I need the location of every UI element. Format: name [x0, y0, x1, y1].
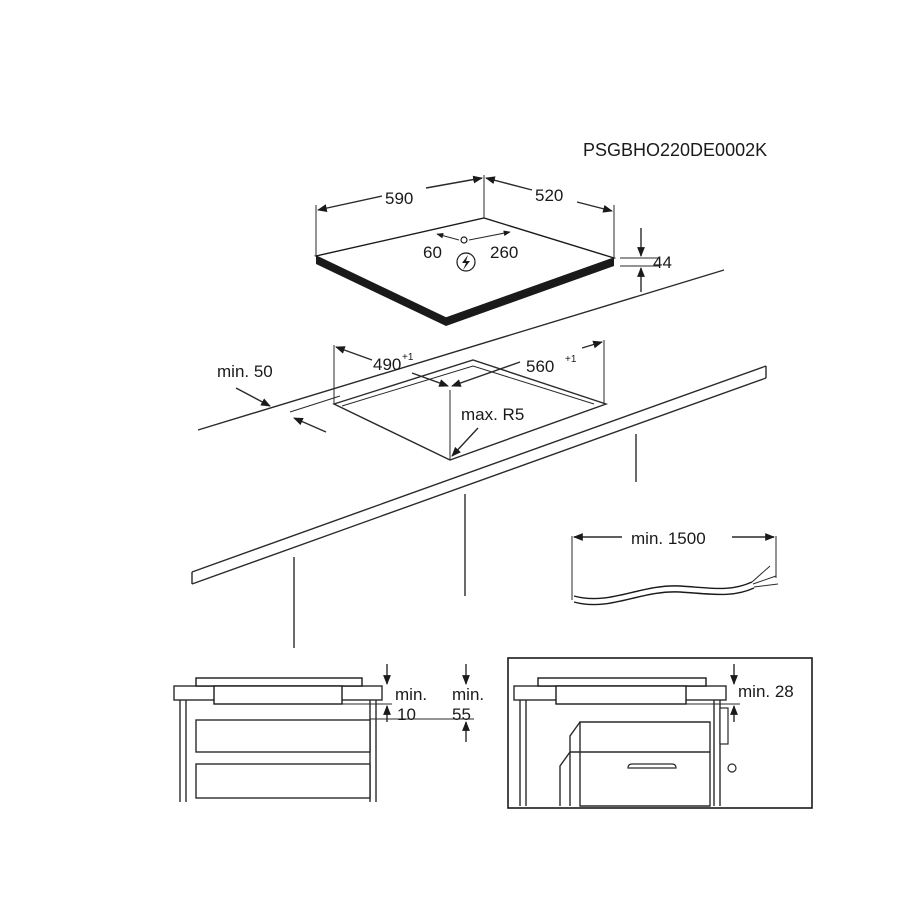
oven-hob-glass — [537, 677, 707, 687]
oven-installation-drawing: min. 28 — [507, 657, 813, 809]
worktop-front-top-edge — [191, 365, 767, 573]
drawer-lower — [195, 763, 371, 799]
hob-side-edge — [446, 258, 614, 326]
corner-radius-label: max. R5 — [461, 405, 524, 424]
drawer-hob-body — [213, 685, 343, 705]
drawer-gap-2-label: min. — [452, 685, 484, 704]
electric-warning-icon — [456, 252, 476, 272]
cable-distance-label: 260 — [490, 243, 518, 262]
front-margin-label: min. 50 — [217, 362, 273, 381]
drawer-gap-1-label: min. — [395, 685, 427, 704]
cable-entry-point — [460, 236, 468, 244]
hob-width-label: 590 — [385, 189, 413, 208]
cutout-depth-tolerance: +1 — [565, 354, 577, 365]
worktop-back-edge — [197, 269, 725, 431]
oven-gap-label: min. 28 — [738, 682, 794, 701]
hob-height-label: 44 — [653, 253, 672, 272]
drawer-gap-2-value: 55 — [452, 705, 471, 724]
cable-length-label: min. 1500 — [631, 529, 706, 548]
hob-front-edge — [316, 256, 446, 326]
cutout-depth-label: 560 — [526, 357, 554, 376]
oven-side-knob — [727, 763, 737, 773]
drawer-installation-drawing: min. 10 min. 55 — [173, 664, 484, 802]
cutout-opening — [332, 359, 609, 461]
hob-depth-label: 520 — [535, 186, 563, 205]
hob-drawing: 590 520 60 260 44 — [313, 175, 672, 326]
worktop-front-bottom-edge — [191, 377, 767, 585]
power-cable-drawing: min. 1500 — [571, 529, 779, 606]
cutout-width-tolerance: +1 — [402, 352, 414, 363]
oven-side-bracket — [719, 707, 729, 745]
document-code: PSGBHO220DE0002K — [583, 140, 767, 160]
cable-offset-label: 60 — [423, 243, 442, 262]
cable-wire — [573, 581, 753, 600]
oven-hob-body — [555, 685, 687, 705]
drawer-upper — [195, 719, 371, 753]
drawer-gap-1-value: 10 — [397, 705, 416, 724]
worktop-drawing: 490 +1 560 +1 min. 50 max. R5 — [191, 269, 767, 648]
cutout-width-label: 490 — [373, 355, 401, 374]
oven-handle — [627, 763, 677, 769]
drawer-hob-glass — [195, 677, 363, 687]
